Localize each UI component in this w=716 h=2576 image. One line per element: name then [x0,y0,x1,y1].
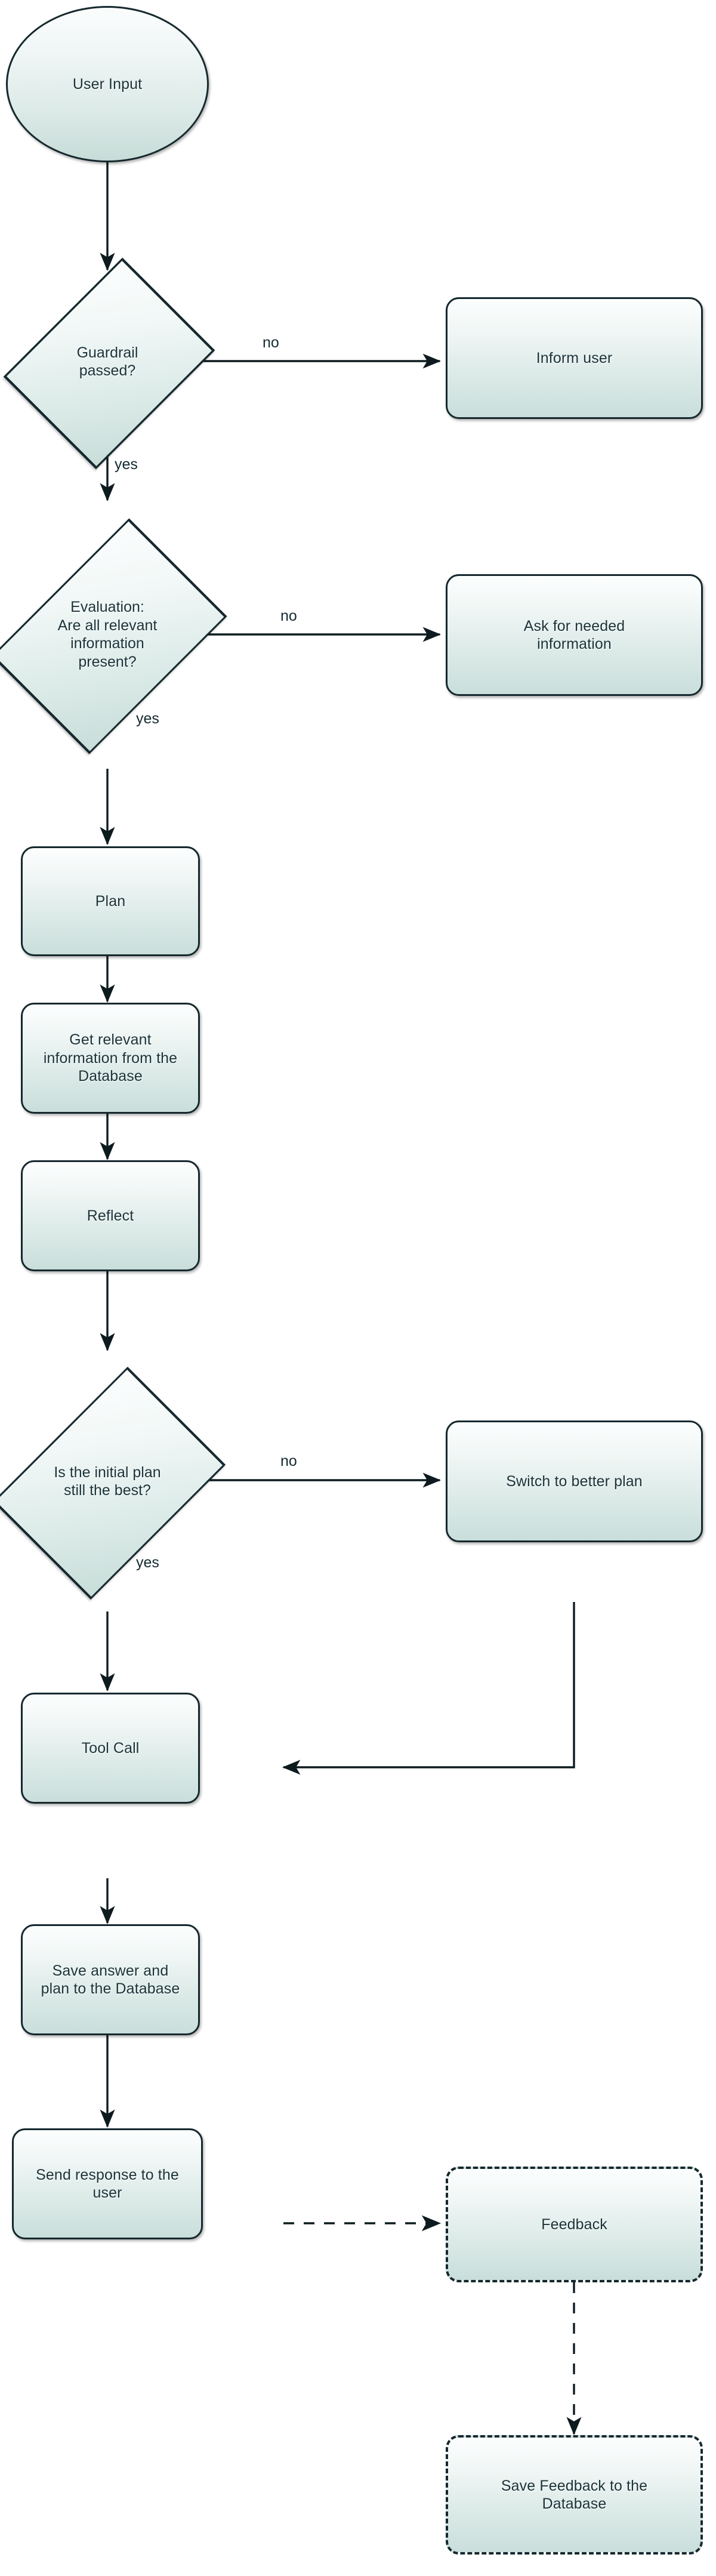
node-ask-for-needed-information[interactable]: Ask for needed information [446,574,703,696]
node-feedback[interactable]: Feedback [446,2167,703,2282]
node-plan-label: Plan [95,892,126,910]
node-evaluation-label-line2: Are all relevant [57,617,158,634]
node-get-info-label-line1: Get relevant [69,1031,152,1049]
node-get-info-label-line3: Database [78,1068,143,1085]
node-save-answer-label-line1: Save answer and [52,1962,169,1979]
node-save-feedback-text: Save Feedback to the Database [501,2477,647,2513]
node-plan-best-label-line1: Is the initial plan [54,1463,161,1481]
node-plan[interactable]: Plan [21,846,200,956]
node-plan-best-label-line2: still the best? [64,1482,151,1499]
node-ask-info-label-line1: Ask for needed [523,617,625,634]
node-plan-best-decision[interactable]: Is the initial plan still the best? [0,1350,226,1613]
node-tool-call[interactable]: Tool Call [21,1693,200,1804]
node-save-feedback-to-database[interactable]: Save Feedback to the Database [446,2435,703,2555]
node-save-feedback-label-line1: Save Feedback to the [501,2477,648,2494]
node-tool-call-label: Tool Call [81,1739,140,1757]
node-ask-info-label-line2: information [537,636,612,652]
node-guardrail-label-line1: Guardrail [76,344,138,361]
node-guardrail-label: Guardrail passed? [36,344,179,380]
node-switch-to-better-plan[interactable]: Switch to better plan [446,1421,703,1542]
node-get-info-text: Get relevant information from the Databa… [44,1031,177,1086]
node-inform-user[interactable]: Inform user [446,297,703,419]
node-save-feedback-label-line2: Database [542,2495,607,2512]
edge-label-evaluation-yes: yes [136,710,159,727]
edge-switch-plan-to-tool-call [282,1602,575,1775]
node-guardrail-decision[interactable]: Guardrail passed? [3,257,215,470]
node-ask-info-text: Ask for needed information [524,617,625,654]
node-get-info-label-line2: information from the [43,1049,178,1067]
node-evaluation-decision[interactable]: Evaluation: Are all relevant information… [0,500,227,769]
edge-label-guardrail-yes: yes [115,456,138,473]
node-evaluation-label-line1: Evaluation: [70,599,144,615]
edge-label-guardrail-no: no [263,334,279,351]
node-inform-user-label: Inform user [536,349,613,366]
node-evaluation-label-line4: present? [78,653,137,670]
node-reflect-label: Reflect [87,1207,134,1224]
node-get-relevant-information[interactable]: Get relevant information from the Databa… [21,1003,200,1114]
node-save-answer-label-line2: plan to the Database [41,1980,180,1997]
edge-label-plan-best-yes: yes [136,1554,159,1571]
edge-label-evaluation-no: no [280,608,297,624]
node-user-input[interactable]: User Input [6,6,209,162]
node-save-answer-text: Save answer and plan to the Database [41,1962,180,1998]
node-guardrail-label-line2: passed? [79,362,136,379]
node-send-response-text: Send response to the user [36,2166,179,2202]
node-send-response-to-user[interactable]: Send response to the user [12,2128,203,2239]
node-feedback-label: Feedback [541,2216,607,2233]
node-evaluation-label-line3: information [70,635,144,652]
edge-label-plan-best-no: no [280,1453,297,1469]
node-send-response-label-line2: user [92,2184,122,2201]
node-user-input-label: User Input [72,75,143,93]
node-reflect[interactable]: Reflect [21,1160,200,1271]
node-send-response-label-line1: Send response to the [36,2166,179,2183]
node-switch-plan-label: Switch to better plan [506,1472,643,1490]
node-plan-best-label: Is the initial plan still the best? [12,1463,203,1500]
node-save-answer-and-plan[interactable]: Save answer and plan to the Database [21,1924,200,2035]
node-evaluation-label: Evaluation: Are all relevant information… [12,598,203,671]
